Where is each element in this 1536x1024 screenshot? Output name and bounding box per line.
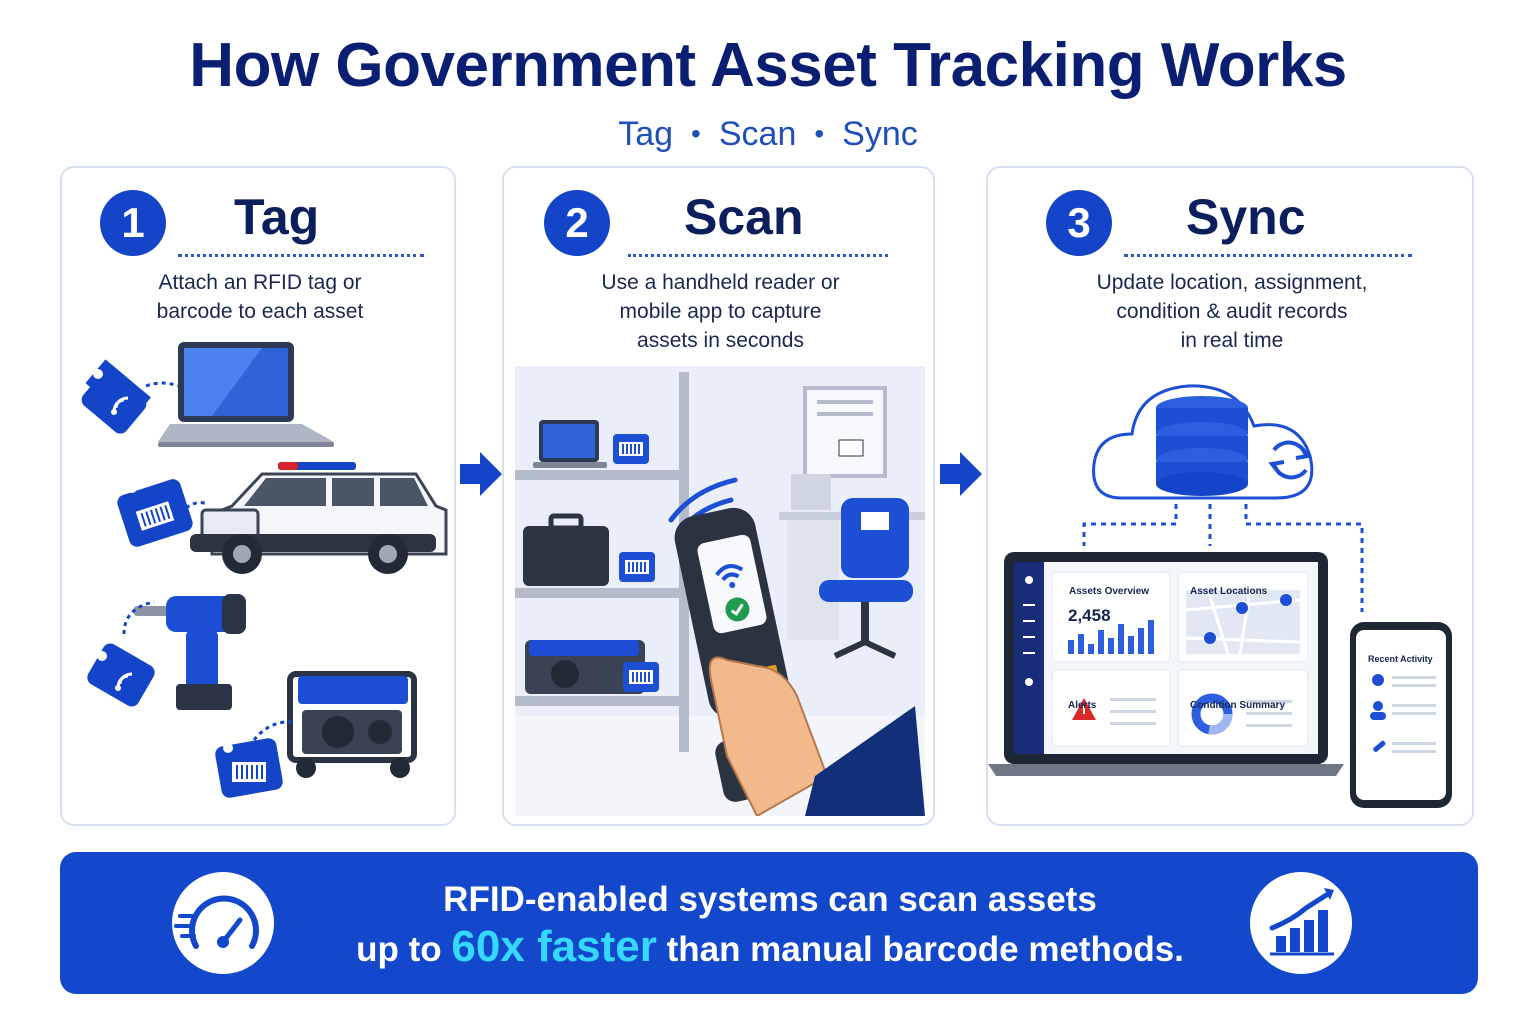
subtitle-scan: Scan xyxy=(718,115,797,153)
barcode-tag-icon xyxy=(117,479,209,547)
generator-icon xyxy=(525,640,645,694)
generator-icon xyxy=(287,671,417,778)
donut-chart-mini xyxy=(1191,693,1233,735)
wall-document-icon xyxy=(803,386,887,478)
step-number-2: 2 xyxy=(544,190,610,256)
laptop-icon xyxy=(158,342,334,447)
growth-chart-icon xyxy=(1250,872,1352,974)
step-number-1: 1 xyxy=(100,190,166,256)
barcode-label-icon xyxy=(613,434,649,464)
tagged-assets-illustration xyxy=(81,342,448,798)
banner-statement: RFID-enabled systems can scan assets up … xyxy=(300,878,1240,975)
rfid-tag-icon xyxy=(81,359,179,434)
step-panel-scan: 2 Scan Use a handheld reader or mobile a… xyxy=(502,166,935,826)
banner-line-2: up to 60x faster than manual barcode met… xyxy=(356,922,1184,971)
step-panel-tag: 1 Tag Attach an RFID tag or barcode to e… xyxy=(60,166,456,826)
banner-line-1: RFID-enabled systems can scan assets xyxy=(443,880,1097,919)
step-title-scan: Scan xyxy=(684,189,804,245)
step-description-scan: Use a handheld reader or mobile app to c… xyxy=(601,271,840,352)
card-title-asset-locations: Asset Locations xyxy=(1190,586,1268,597)
step-divider xyxy=(628,254,888,257)
banner-highlight: 60x faster xyxy=(451,922,657,971)
warning-icon xyxy=(1072,698,1096,720)
assets-total-value: 2,458 xyxy=(1068,606,1111,625)
step-title-sync: Sync xyxy=(1186,189,1306,245)
barcode-label-icon xyxy=(623,662,659,692)
card-title-assets-overview: Assets Overview xyxy=(1069,586,1150,597)
laptop-dashboard xyxy=(988,552,1344,776)
phone-title-recent-activity: Recent Activity xyxy=(1368,654,1433,664)
flow-arrow-icon xyxy=(460,452,502,496)
map-mini xyxy=(1185,589,1301,655)
location-pin-icon xyxy=(1372,674,1384,686)
hand-illustration xyxy=(708,656,925,816)
step-number-3: 3 xyxy=(1046,190,1112,256)
laptop-icon xyxy=(533,420,607,468)
step-title-tag: Tag xyxy=(234,189,320,245)
card-title-alerts: Alerts xyxy=(1068,700,1097,711)
warehouse-scan-illustration xyxy=(515,366,925,816)
toolbox-icon xyxy=(523,513,609,586)
power-drill-icon xyxy=(122,594,246,710)
user-icon xyxy=(1370,701,1386,720)
barcode-label-icon xyxy=(619,552,655,582)
subtitle-separator: • xyxy=(691,118,701,149)
connector-lines xyxy=(1082,504,1364,612)
office-chair-icon xyxy=(819,498,913,659)
page-title: How Government Asset Tracking Works xyxy=(189,31,1347,100)
police-vehicle-icon xyxy=(190,462,448,574)
step-description-sync: Update location, assignment, condition &… xyxy=(1096,271,1368,352)
step-divider xyxy=(1124,254,1412,257)
sync-icon xyxy=(1268,440,1312,480)
bar-chart-mini xyxy=(1068,620,1154,654)
rfid-tag-icon xyxy=(87,643,155,707)
step-divider xyxy=(178,254,424,257)
wrench-icon xyxy=(1373,740,1386,752)
subtitle-separator: • xyxy=(814,118,825,149)
sync-dashboard-illustration xyxy=(988,384,1452,808)
card-title-condition-summary: Condition Summary xyxy=(1190,700,1286,711)
stat-banner: RFID-enabled systems can scan assets up … xyxy=(60,852,1478,994)
subtitle-tag: Tag xyxy=(618,115,674,153)
step-description-tag: Attach an RFID tag or barcode to each as… xyxy=(156,271,364,323)
database-icon xyxy=(1156,396,1248,496)
barcode-tag-icon xyxy=(215,720,295,798)
flow-arrow-icon xyxy=(940,452,982,496)
step-panel-sync: 3 Sync Update location, assignment, cond… xyxy=(986,166,1474,826)
subtitle-sync: Sync xyxy=(842,115,918,153)
speedometer-icon xyxy=(172,872,274,974)
page-subtitle: Tag • Scan • Sync xyxy=(0,115,1536,154)
smartphone xyxy=(1350,622,1452,808)
